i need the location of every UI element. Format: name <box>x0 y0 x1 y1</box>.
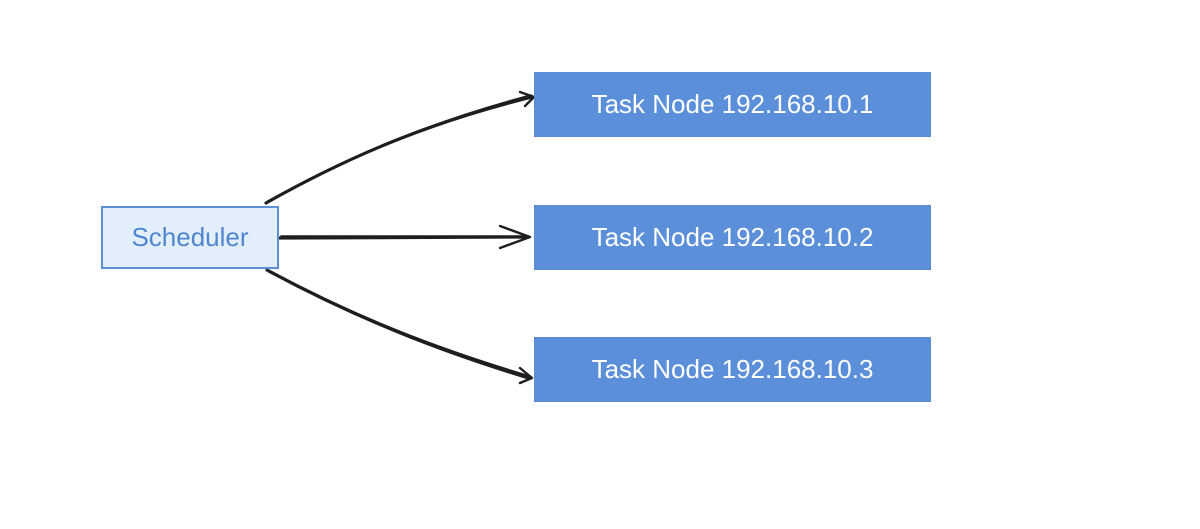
scheduler-label: Scheduler <box>131 222 249 252</box>
task-node-2-label: Task Node 192.168.10.2 <box>591 222 874 252</box>
task-node-3[interactable]: Task Node 192.168.10.3 <box>534 337 931 402</box>
arrow-scheduler-to-node-3 <box>265 268 534 385</box>
task-node-2[interactable]: Task Node 192.168.10.2 <box>534 205 931 270</box>
task-node-1-label: Task Node 192.168.10.1 <box>591 89 874 119</box>
task-node-1[interactable]: Task Node 192.168.10.1 <box>534 72 931 137</box>
scheduler-box[interactable]: Scheduler <box>101 206 279 269</box>
task-node-3-label: Task Node 192.168.10.3 <box>591 354 874 384</box>
arrow-scheduler-to-node-1 <box>264 90 536 205</box>
arrow-scheduler-to-node-2 <box>278 224 532 250</box>
